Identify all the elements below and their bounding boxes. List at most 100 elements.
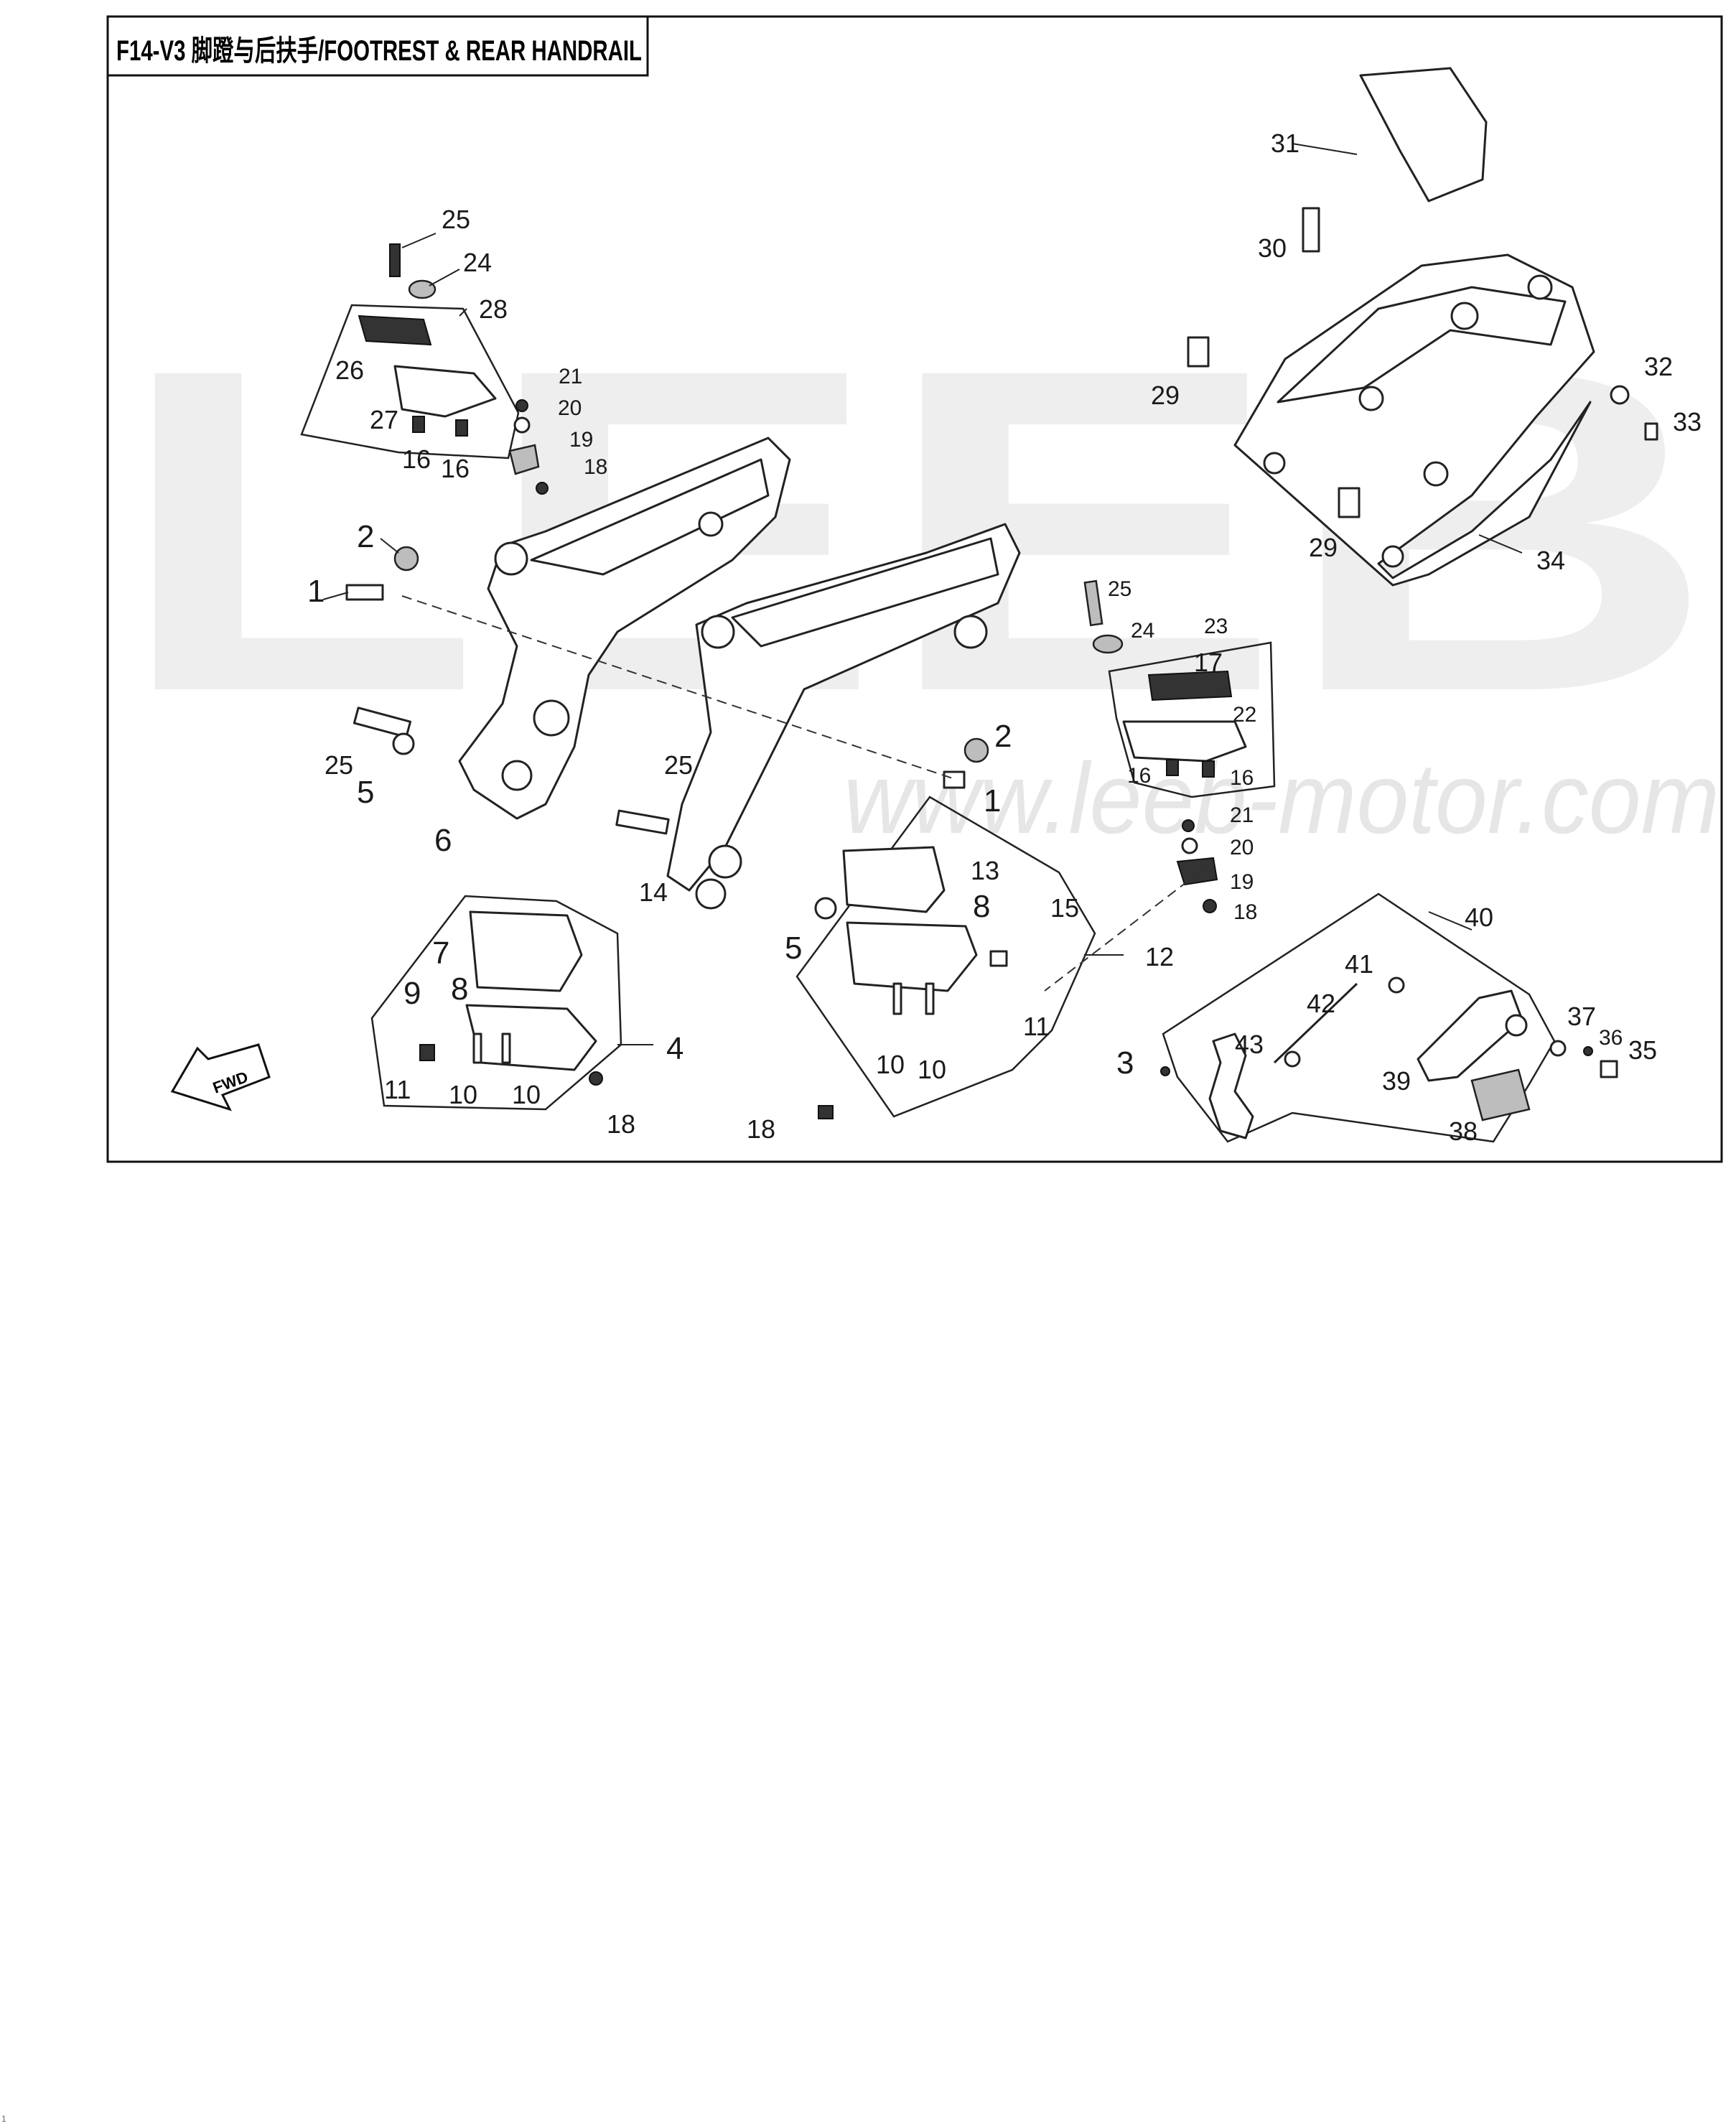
- part-18-screw-b: [589, 1071, 603, 1086]
- part-24-washer-b: [1092, 634, 1124, 654]
- callout-39: 39: [1382, 1066, 1411, 1096]
- part-19-plate-a: [508, 444, 540, 475]
- part-16-screw-a: [412, 416, 425, 433]
- fwd-arrow-icon: FWD: [170, 1043, 271, 1111]
- callout-20: 20: [558, 396, 582, 420]
- callout-23: 23: [1204, 615, 1228, 638]
- part-29-bolt-a: [1187, 336, 1210, 368]
- callout-20: 20: [1230, 836, 1254, 859]
- callout-16: 16: [402, 444, 431, 474]
- callout-6: 6: [434, 823, 452, 858]
- part-3-screw: [1160, 1066, 1170, 1076]
- callout-27: 27: [370, 405, 398, 434]
- part-2-damper-a: [393, 546, 419, 572]
- callout-41: 41: [1345, 949, 1373, 979]
- group-outline-4: [370, 895, 622, 1111]
- callout-8: 8: [451, 971, 468, 1007]
- callout-37: 37: [1567, 1002, 1596, 1031]
- part-24-washer-a: [408, 279, 437, 299]
- part-25-pin-d: [1083, 579, 1103, 627]
- callout-18: 18: [747, 1114, 775, 1144]
- right-footrest-bracket: [666, 523, 1021, 892]
- callout-18: 18: [1233, 900, 1257, 924]
- part-3-bracket: [1208, 1032, 1254, 1139]
- page-marker: 1: [1, 2114, 6, 2124]
- part-2-damper-b: [963, 737, 989, 763]
- part-7-peg-upper-left: [469, 910, 583, 992]
- callout-5: 5: [357, 775, 374, 810]
- callout-16: 16: [1230, 766, 1254, 790]
- callout-25: 25: [664, 750, 693, 780]
- part-33-screw: [1644, 422, 1658, 441]
- callout-25: 25: [1108, 577, 1131, 601]
- callout-31: 31: [1271, 129, 1299, 158]
- callout-18: 18: [607, 1109, 635, 1139]
- part-35-bolt: [1600, 1060, 1618, 1078]
- callout-19: 19: [1230, 870, 1254, 894]
- callout-24: 24: [1131, 619, 1154, 643]
- callout-7: 7: [432, 936, 449, 971]
- part-38-pedal-rubber: [1470, 1068, 1531, 1122]
- part-20-spring-a: [513, 416, 531, 434]
- leader-lines: [322, 143, 1523, 1045]
- callout-29: 29: [1309, 533, 1338, 562]
- callout-3: 3: [1116, 1045, 1134, 1081]
- part-1-bolt-a: [345, 584, 384, 601]
- callout-9: 9: [403, 976, 421, 1011]
- callout-14: 14: [639, 877, 668, 907]
- group-outline-12: [795, 796, 1096, 1118]
- callout-25: 25: [325, 750, 353, 780]
- callout-28: 28: [479, 294, 508, 324]
- part-36-pin: [1583, 1046, 1593, 1056]
- group-outline-23: [1108, 641, 1276, 798]
- callout-35: 35: [1628, 1035, 1657, 1065]
- callout-22: 22: [1233, 703, 1256, 727]
- part-25-pin-a: [389, 243, 401, 277]
- part-31-cover: [1359, 67, 1488, 202]
- part-16-screw-c: [1166, 759, 1179, 776]
- callout-25: 25: [442, 205, 470, 234]
- part-17-peg-rubber-right: [1147, 670, 1233, 701]
- part-26-peg-rubber: [358, 314, 432, 346]
- callout-4: 4: [666, 1031, 683, 1066]
- callout-2: 2: [357, 519, 374, 554]
- callout-43: 43: [1235, 1030, 1264, 1059]
- part-42-rod: [1273, 982, 1358, 1064]
- part-15-peg-lower-right: [846, 921, 978, 992]
- part-1-bolt-b: [943, 770, 966, 789]
- callout-1: 1: [307, 574, 325, 609]
- part-10-screw-d: [925, 982, 935, 1015]
- callout-11: 11: [384, 1075, 411, 1104]
- part-5-spring-b: [814, 897, 837, 920]
- group-outline-28: [300, 304, 520, 460]
- part-13-peg-upper-right: [842, 846, 946, 913]
- part-19-plate-b: [1176, 857, 1218, 886]
- callout-38: 38: [1449, 1116, 1478, 1146]
- callout-8: 8: [973, 889, 990, 924]
- part-11-nut-a: [419, 1044, 435, 1061]
- callout-32: 32: [1644, 352, 1673, 381]
- callout-10: 10: [876, 1050, 905, 1079]
- part-41-nut: [1388, 976, 1405, 994]
- part-25-pin-b: [353, 707, 412, 738]
- watermark-url: www.leeb-motor.com: [844, 742, 1719, 854]
- part-16-screw-b: [455, 419, 468, 437]
- callout-24: 24: [463, 248, 492, 277]
- part-37-washer: [1549, 1040, 1567, 1057]
- part-20-spring-b: [1181, 837, 1198, 854]
- callout-10: 10: [449, 1080, 477, 1109]
- callout-labels: 25 24 28 26 21 20 27 19 16 16 18 2 1 25 …: [307, 129, 1702, 1146]
- rear-handrail-assembly: [1187, 67, 1658, 587]
- part-5-spring-a: [392, 732, 415, 755]
- part-43-nut: [1284, 1050, 1301, 1068]
- callout-13: 13: [971, 856, 999, 885]
- callout-12: 12: [1145, 942, 1174, 971]
- callout-34: 34: [1536, 546, 1565, 575]
- part-11-nut-b: [989, 950, 1008, 967]
- callout-26: 26: [335, 355, 364, 385]
- part-25-pin-c: [615, 809, 670, 835]
- callout-17: 17: [1194, 648, 1223, 677]
- page-title: F14-V3 脚蹬与后扶手/FOOTREST & REAR HANDRAIL: [116, 35, 642, 67]
- part-29-bolt-b: [1338, 487, 1361, 518]
